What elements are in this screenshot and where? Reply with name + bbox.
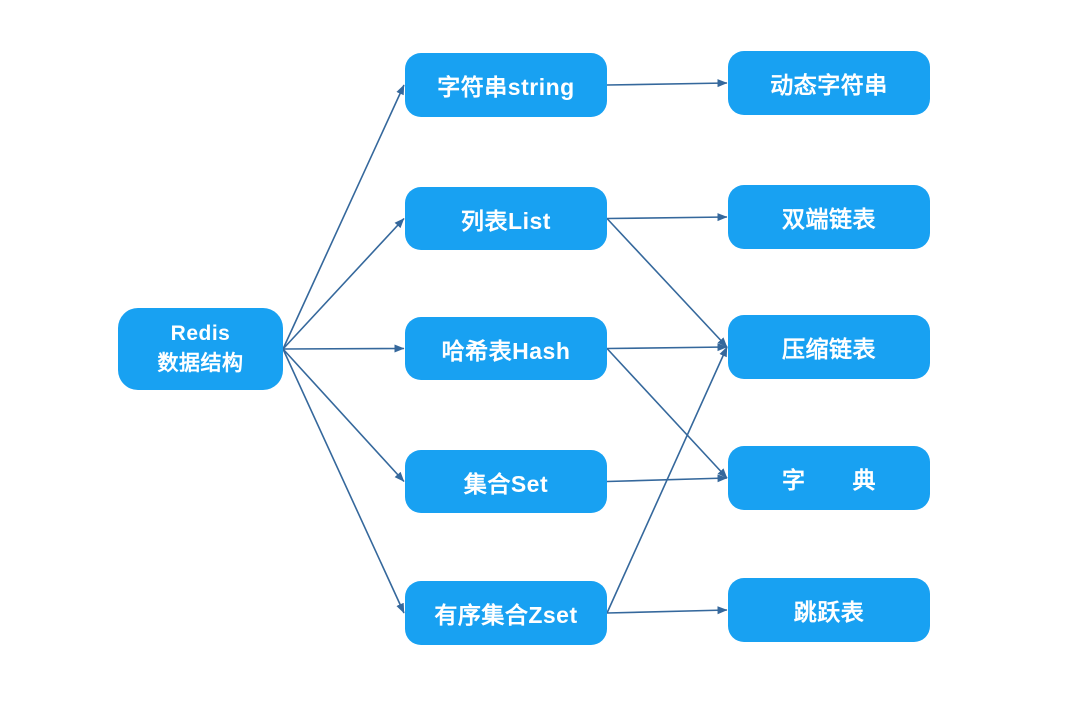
node-redis-root-label-line1: Redis xyxy=(170,322,231,345)
edge-root-to-list xyxy=(282,217,405,350)
edge-set-to-dict xyxy=(606,474,728,483)
edge-hash-to-dict xyxy=(606,347,728,479)
node-string-label: 字符串string xyxy=(437,74,575,100)
edge-root-to-string xyxy=(282,84,405,350)
node-doubly-linked-list: 双端链表 xyxy=(728,185,930,249)
node-zset: 有序集合Zset xyxy=(405,581,607,645)
node-hash-label: 哈希表Hash xyxy=(441,337,571,364)
edge-list-to-linkedlist xyxy=(606,213,728,222)
node-redis-root: Redis 数据结构 xyxy=(118,308,283,390)
node-doubly-linked-list-label: 双端链表 xyxy=(782,206,876,232)
node-dynamic-string-label: 动态字符串 xyxy=(770,72,888,98)
node-redis-root-label-line2: 数据结构 xyxy=(157,352,244,375)
edge-zset-to-ziplist xyxy=(606,346,728,614)
node-dynamic-string: 动态字符串 xyxy=(728,51,930,115)
edge-root-to-zset xyxy=(282,348,405,614)
node-zset-label: 有序集合Zset xyxy=(434,602,578,628)
node-dict: 字 典 xyxy=(728,446,930,510)
node-set-label: 集合Set xyxy=(463,470,549,497)
node-ziplist-label: 压缩链表 xyxy=(782,336,876,362)
node-ziplist: 压缩链表 xyxy=(728,315,930,379)
node-list-label: 列表List xyxy=(461,207,551,234)
node-hash: 哈希表Hash xyxy=(405,317,607,380)
edge-list-to-ziplist xyxy=(606,217,728,348)
node-dict-label: 字 典 xyxy=(782,467,876,493)
edge-zset-to-skiplist xyxy=(606,606,728,615)
node-list: 列表List xyxy=(405,187,607,250)
edge-root-to-set xyxy=(282,348,405,483)
node-set: 集合Set xyxy=(405,450,607,513)
node-skiplist-label: 跳跃表 xyxy=(793,599,865,625)
node-string: 字符串string xyxy=(405,53,607,117)
edge-string-to-sds xyxy=(606,79,728,88)
node-skiplist: 跳跃表 xyxy=(728,578,930,642)
edge-hash-to-ziplist xyxy=(606,343,728,352)
edge-root-to-hash xyxy=(282,344,405,353)
